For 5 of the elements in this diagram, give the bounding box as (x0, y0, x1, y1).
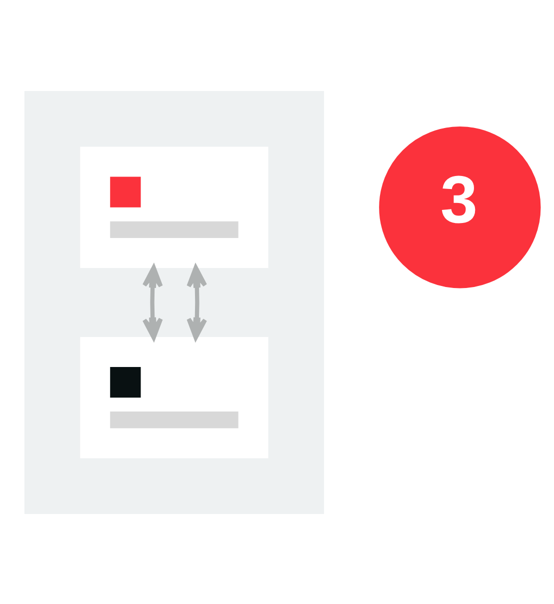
node-circle: 3 (379, 126, 541, 288)
cluster (24, 90, 324, 514)
node-box (80, 336, 268, 458)
node-box (80, 146, 268, 268)
arrow (142, 264, 163, 340)
